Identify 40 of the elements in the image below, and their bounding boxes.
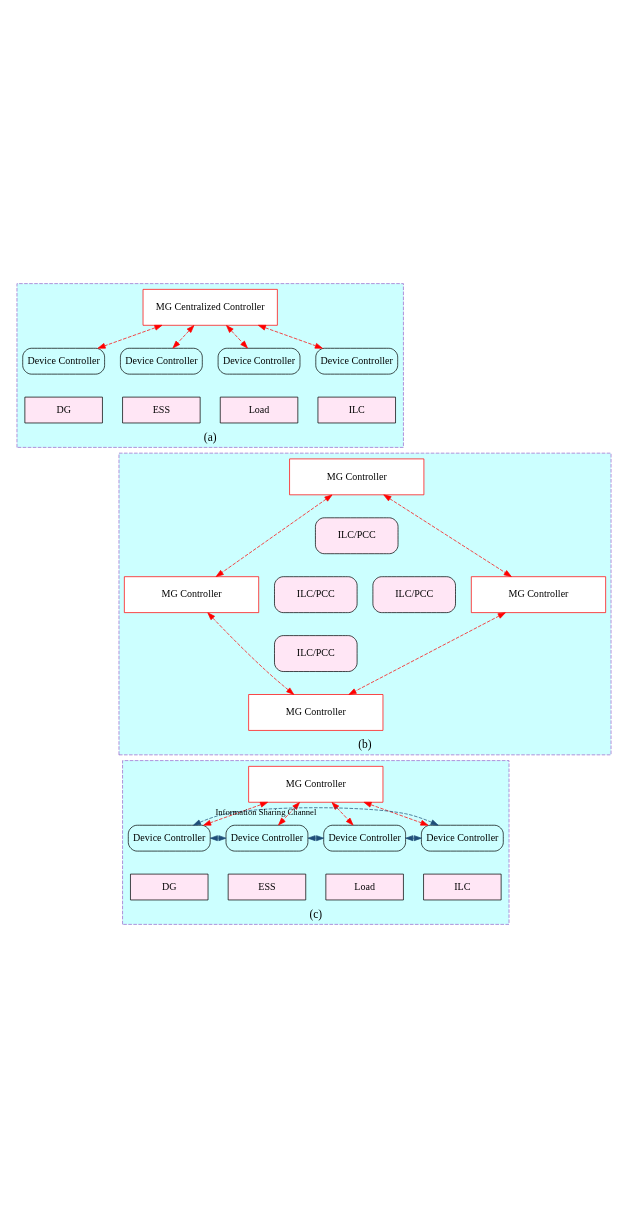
node-box: DG [130, 873, 209, 901]
arrow [97, 324, 163, 349]
node-box: Device Controller [421, 824, 504, 852]
node-box: DG [24, 396, 103, 424]
node-box: ILC/PCC [274, 576, 358, 613]
node-box: Device Controller [127, 824, 211, 852]
node-box: Load [325, 873, 404, 901]
node-box: Device Controller [323, 824, 406, 852]
arrow [258, 324, 323, 349]
node-box: ESS [122, 396, 201, 424]
arrow [348, 612, 506, 695]
node-box: MG Controller [248, 694, 384, 731]
node-box: MG Controller [470, 576, 606, 613]
arrow [193, 807, 439, 826]
node-box: Device Controller [225, 824, 309, 852]
arrow [278, 802, 300, 826]
arrow [226, 325, 248, 349]
arrow [172, 325, 195, 349]
node-box: ESS [227, 873, 307, 901]
node-box: MG Centralized Controller [142, 289, 278, 326]
arrow [203, 801, 268, 826]
node-box: MG Controller [289, 458, 425, 496]
arrow [383, 494, 512, 577]
node-box: Device Controller [120, 347, 203, 375]
node-box: ILC/PCC [274, 635, 358, 672]
node-box: ILC/PCC [372, 576, 456, 613]
node-box: ILC [423, 873, 502, 901]
node-box: Device Controller [22, 347, 105, 375]
node-box: MG Controller [124, 576, 260, 613]
node-box: Load [219, 396, 299, 424]
node-box: Device Controller [315, 347, 399, 375]
node-box: ILC/PCC [315, 517, 399, 555]
node-box: ILC [317, 396, 396, 424]
edge-label: Information Sharing Channel [215, 806, 317, 817]
arrow [363, 801, 429, 826]
arrow [207, 612, 295, 695]
node-box: Device Controller [217, 347, 301, 375]
node-box: MG Controller [248, 766, 384, 803]
arrow [215, 494, 333, 577]
arrow [331, 802, 354, 826]
